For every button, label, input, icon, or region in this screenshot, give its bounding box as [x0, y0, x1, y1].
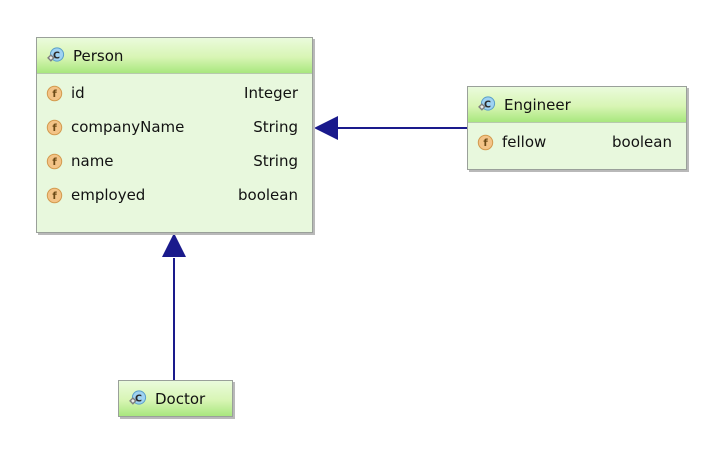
class-header-doctor: C Doctor: [119, 381, 232, 416]
attribute-name: employed: [71, 186, 146, 204]
class-box-engineer[interactable]: C Engineer f fellow boolean: [467, 86, 687, 170]
attribute-type: String: [253, 152, 298, 170]
relationship-doctor-extends-person[interactable]: [162, 233, 186, 380]
attribute-row[interactable]: f name String: [37, 144, 312, 178]
svg-text:C: C: [484, 99, 491, 110]
class-icon: C: [477, 95, 496, 114]
attribute-row[interactable]: f fellow boolean: [468, 125, 686, 159]
svg-text:C: C: [135, 393, 142, 404]
svg-text:f: f: [52, 191, 57, 202]
class-header-engineer: C Engineer: [468, 87, 686, 123]
attribute-name: fellow: [502, 133, 547, 151]
field-icon: f: [477, 134, 494, 151]
attribute-name: name: [71, 152, 114, 170]
attribute-row[interactable]: f employed boolean: [37, 178, 312, 212]
attribute-row[interactable]: f companyName String: [37, 110, 312, 144]
generalization-arrowhead-up: [162, 233, 186, 257]
attribute-type: Integer: [244, 84, 298, 102]
class-header-person: C Person: [37, 38, 312, 74]
class-box-person[interactable]: C Person f id Integer: [36, 37, 313, 233]
attribute-type: boolean: [238, 186, 298, 204]
class-name-label: Doctor: [155, 389, 206, 408]
relationship-engineer-extends-person[interactable]: [314, 116, 467, 140]
class-name-label: Engineer: [504, 95, 571, 114]
class-icon: C: [128, 389, 147, 408]
attribute-type: boolean: [612, 133, 672, 151]
attribute-name: id: [71, 84, 85, 102]
svg-text:C: C: [53, 50, 60, 61]
class-attributes-person: f id Integer f companyName String: [37, 74, 312, 215]
svg-text:f: f: [483, 138, 488, 149]
attribute-row[interactable]: f id Integer: [37, 76, 312, 110]
class-name-label: Person: [73, 46, 124, 65]
svg-text:f: f: [52, 123, 57, 134]
class-box-doctor[interactable]: C Doctor: [118, 380, 233, 417]
field-icon: f: [46, 153, 63, 170]
svg-text:f: f: [52, 157, 57, 168]
field-icon: f: [46, 119, 63, 136]
field-icon: f: [46, 187, 63, 204]
class-icon: C: [46, 46, 65, 65]
field-icon: f: [46, 85, 63, 102]
generalization-arrowhead-left: [314, 116, 338, 140]
attribute-type: String: [253, 118, 298, 136]
attribute-name: companyName: [71, 118, 185, 136]
svg-text:f: f: [52, 89, 57, 100]
class-attributes-engineer: f fellow boolean: [468, 123, 686, 162]
